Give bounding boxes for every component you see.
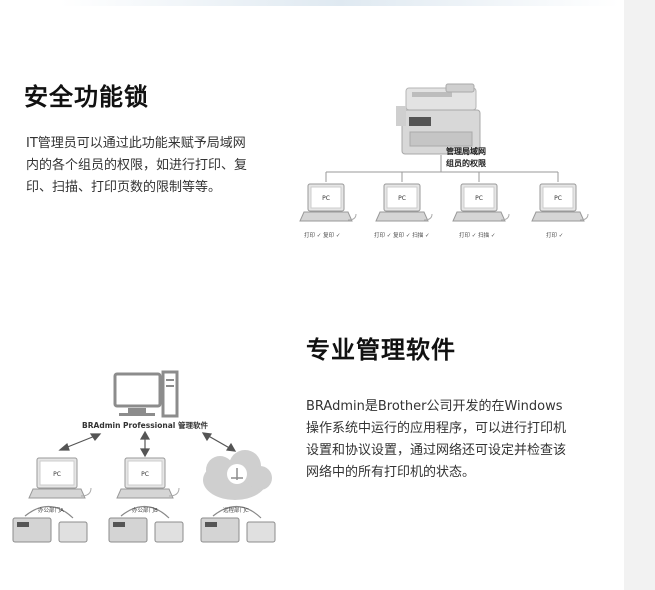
connection-arrows <box>58 430 237 458</box>
cloud-remote-icon <box>203 450 272 500</box>
laptop-4-pc-label: PC <box>554 195 562 202</box>
department-c-label: 远程部门C <box>223 506 249 514</box>
figure-bradmin-network: BRAdmin Professional 管理软件 PC PC <box>12 370 276 543</box>
laptop-1-pc-label: PC <box>322 195 330 202</box>
laptop-4-perms: 打印 ✓ <box>546 231 563 239</box>
printer-row-middle: 办公部门B <box>108 505 184 543</box>
laptop-2-pc-label: PC <box>398 195 406 202</box>
laptop-2: PC 打印 ✓ 复印 ✓ 扫描 ✓ <box>374 183 433 239</box>
printer-row-right: 远程部门C <box>200 505 276 543</box>
laptop-3: PC 打印 ✓ 扫描 ✓ <box>452 183 510 239</box>
printer-row-left: 办公部门A <box>12 505 88 543</box>
section-title-management-software: 专业管理软件 <box>306 336 456 364</box>
laptop-1: PC 打印 ✓ 复印 ✓ <box>299 183 357 239</box>
figure1-caption-1: 管理局域网 <box>446 146 486 156</box>
laptop-a-pc-label: PC <box>53 471 61 478</box>
laptop-1-perms: 打印 ✓ 复印 ✓ <box>304 231 340 239</box>
laptop-3-pc-label: PC <box>475 195 483 202</box>
section-body-management-software: BRAdmin是Brother公司开发的在Windows操作系统中运行的应用程序… <box>306 399 567 480</box>
department-b-label: 办公部门B <box>132 506 158 514</box>
laptop-3-perms: 打印 ✓ 扫描 ✓ <box>459 231 495 239</box>
figure1-caption-2: 组员的权限 <box>446 158 486 168</box>
network-lines <box>325 155 559 182</box>
laptop-b-pc-label: PC <box>141 471 149 478</box>
right-scroll-rail <box>624 0 655 590</box>
laptop-department-b: PC <box>116 457 180 499</box>
bradmin-software-label: BRAdmin Professional 管理软件 <box>82 420 208 430</box>
section-title-security-lock: 安全功能锁 <box>24 83 149 111</box>
mfp-printer-image <box>396 83 481 155</box>
desktop-computer-icon <box>113 370 179 418</box>
top-divider-gradient <box>60 0 620 6</box>
figure-permission-network: 管理局域网 组员的权限 PC 打印 ✓ 复印 ✓ PC 打印 ✓ 复印 ✓ 扫描… <box>299 83 589 239</box>
laptop-2-perms: 打印 ✓ 复印 ✓ 扫描 ✓ <box>374 231 430 239</box>
laptop-4: PC 打印 ✓ <box>531 183 589 239</box>
section-body-security-lock: IT管理员可以通过此功能来赋予局域网内的各个组员的权限，如进行打印、复印、扫描、… <box>26 136 248 195</box>
department-a-label: 办公部门A <box>38 506 64 514</box>
laptop-department-a: PC <box>28 457 92 499</box>
